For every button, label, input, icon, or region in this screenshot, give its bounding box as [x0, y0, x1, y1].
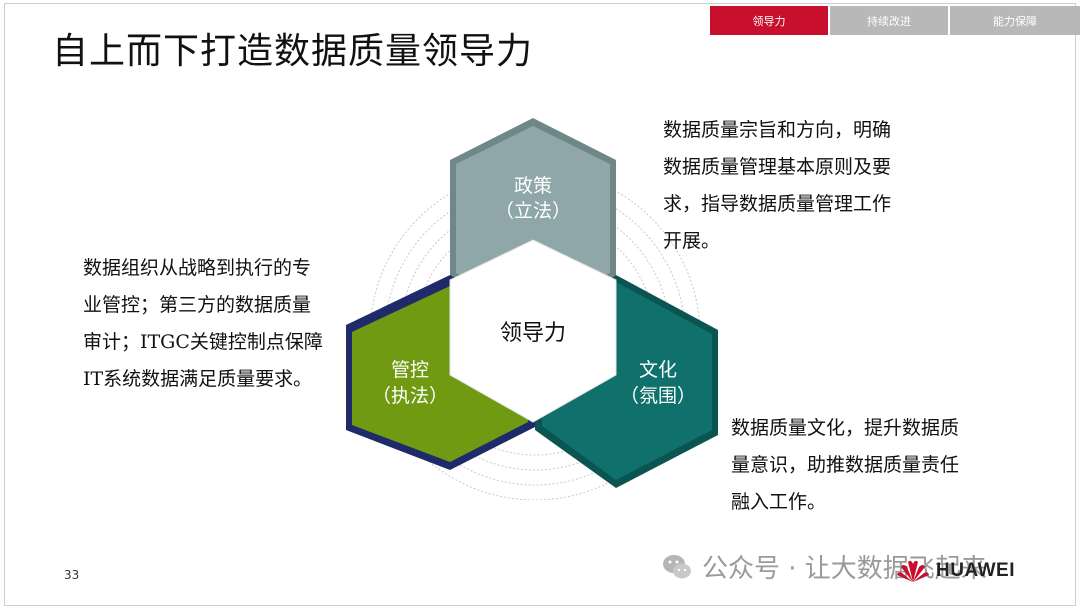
policy-sublabel: （立法）: [495, 200, 571, 222]
tab-capability-assurance[interactable]: 能力保障: [950, 6, 1080, 35]
slide-frame: [4, 3, 1076, 606]
tab-leadership[interactable]: 领导力: [710, 6, 828, 35]
policy-label: 政策: [514, 175, 552, 197]
huawei-flower-icon: [897, 560, 929, 582]
page-title: 自上而下打造数据质量领导力: [52, 31, 534, 72]
center-label: 领导力: [500, 321, 566, 346]
logo-text: HUAWEI: [936, 560, 1015, 581]
center-hexagon: 领导力: [449, 239, 617, 423]
culture-sublabel: （氛围）: [620, 385, 696, 407]
watermark: 公众号 · 让大数据飞起来: [660, 548, 987, 585]
watermark-text: 公众号 · 让大数据飞起来: [702, 554, 987, 584]
culture-label: 文化: [639, 359, 677, 381]
control-sublabel: （执法）: [372, 385, 448, 407]
huawei-logo: HUAWEI: [896, 558, 1015, 584]
control-label: 管控: [391, 359, 429, 381]
wechat-icon: [663, 554, 691, 578]
page-number: 33: [64, 568, 80, 582]
tab-continuous-improvement[interactable]: 持续改进: [830, 6, 948, 35]
control-description: 数据组织从战略到执行的专 业管控；第三方的数据质量 审计；ITGC关键控制点保障…: [83, 257, 323, 390]
culture-description: 数据质量文化，提升数据质 量意识，助推数据质量责任 融入工作。: [731, 417, 960, 513]
section-tabs: 领导力 持续改进 能力保障: [710, 6, 1080, 35]
leadership-diagram: 政策 （立法） 管控 （执法） 文化 （氛围） 领导力: [346, 118, 718, 500]
policy-description: 数据质量宗旨和方向，明确 数据质量管理基本原则及要 求，指导数据质量管理工作 开…: [663, 119, 892, 252]
